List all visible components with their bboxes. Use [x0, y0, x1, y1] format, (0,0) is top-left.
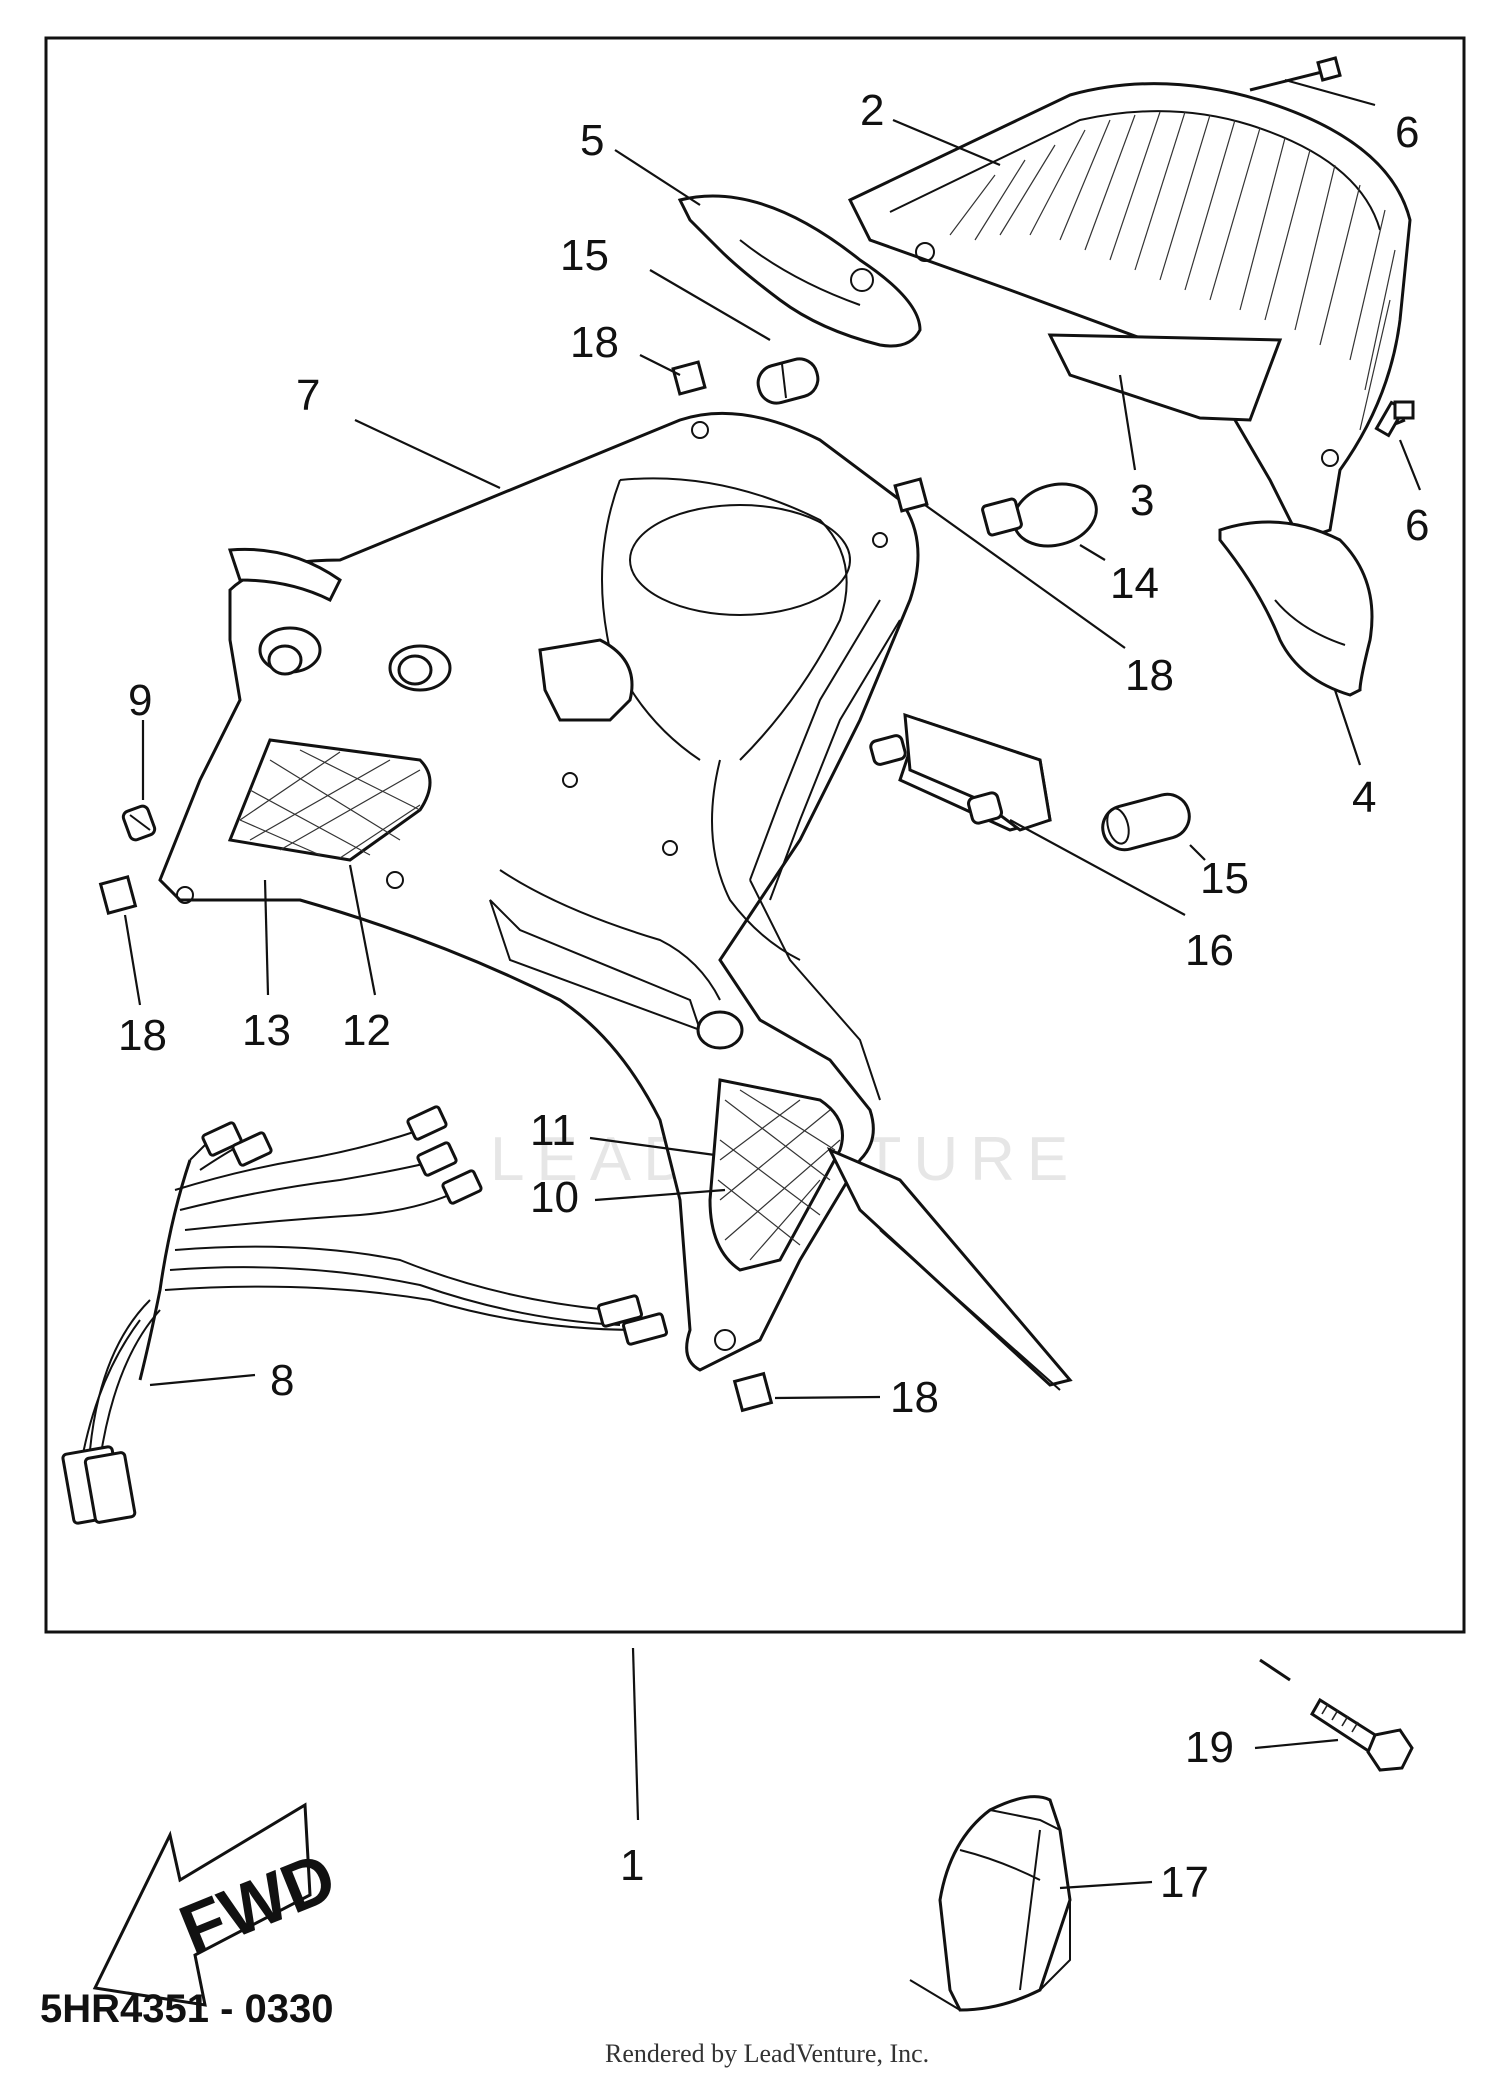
callout-1: 1: [620, 1841, 644, 1890]
callout-8: 8: [270, 1356, 294, 1405]
fender-stay: [826, 1147, 1073, 1391]
part-14-bulb: [981, 482, 1098, 548]
callout-18-right: 18: [1125, 651, 1174, 700]
part-19-bolt: [1259, 1658, 1414, 1772]
render-credit: Rendered by LeadVenture, Inc.: [605, 2039, 929, 2068]
callout-labels: 1 2 3 4 5 6 6 7 8 9 10 11 12 13 14 15 15…: [118, 86, 1429, 1907]
leader-lines: [123, 78, 1422, 1890]
callout-4: 4: [1352, 773, 1376, 822]
callout-17: 17: [1160, 1858, 1209, 1907]
callout-13: 13: [242, 1006, 291, 1055]
part-15-bulb-right: [1101, 792, 1191, 852]
part-9-grommet: [121, 804, 157, 842]
part-6-screw-right: [1374, 400, 1415, 438]
callout-15-right: 15: [1200, 854, 1249, 903]
part-5-turn-signal-lens: [677, 194, 922, 348]
part-12-13-reflector-upper: [227, 738, 432, 862]
callout-5: 5: [580, 116, 604, 165]
callout-3: 3: [1130, 476, 1154, 525]
callout-18-top: 18: [570, 318, 619, 367]
diagram-code: 5HR4351 - 0330: [40, 1987, 334, 2031]
part-16-license-lamp: [869, 712, 1052, 832]
callout-9: 9: [128, 676, 152, 725]
callout-2: 2: [860, 86, 884, 135]
part-2-tail-lens: [847, 82, 1412, 542]
callout-15-top: 15: [560, 231, 609, 280]
callout-6-top: 6: [1395, 108, 1419, 157]
part-17-bracket: [909, 1795, 1072, 2012]
part-4-turn-signal-lens: [1218, 520, 1374, 697]
part-10-11-reflector-lower: [708, 1078, 844, 1272]
callout-6-right: 6: [1405, 501, 1429, 550]
part-18-nut-left: [98, 875, 138, 915]
part-8-wire-harness: [61, 1105, 668, 1525]
part-18-nut-right: [893, 477, 929, 513]
callout-19: 19: [1185, 1723, 1234, 1772]
part-18-nut-top: [671, 360, 707, 396]
assembly-frame: [44, 36, 1466, 1634]
part-6-screw-top: [1249, 56, 1342, 92]
callout-7: 7: [296, 371, 320, 420]
callout-18-bottom: 18: [890, 1373, 939, 1422]
part-15-bulb-top: [756, 357, 820, 405]
callout-14: 14: [1110, 559, 1159, 608]
callout-11: 11: [530, 1106, 576, 1155]
part-18-nut-bottom: [732, 1371, 774, 1413]
callout-10: 10: [530, 1173, 579, 1222]
callout-18-left: 18: [118, 1011, 167, 1060]
part-3-lens-gasket: [1047, 333, 1283, 422]
callout-16: 16: [1185, 926, 1234, 975]
callout-12: 12: [342, 1006, 391, 1055]
fwd-arrow: FWD: [92, 1802, 346, 2007]
